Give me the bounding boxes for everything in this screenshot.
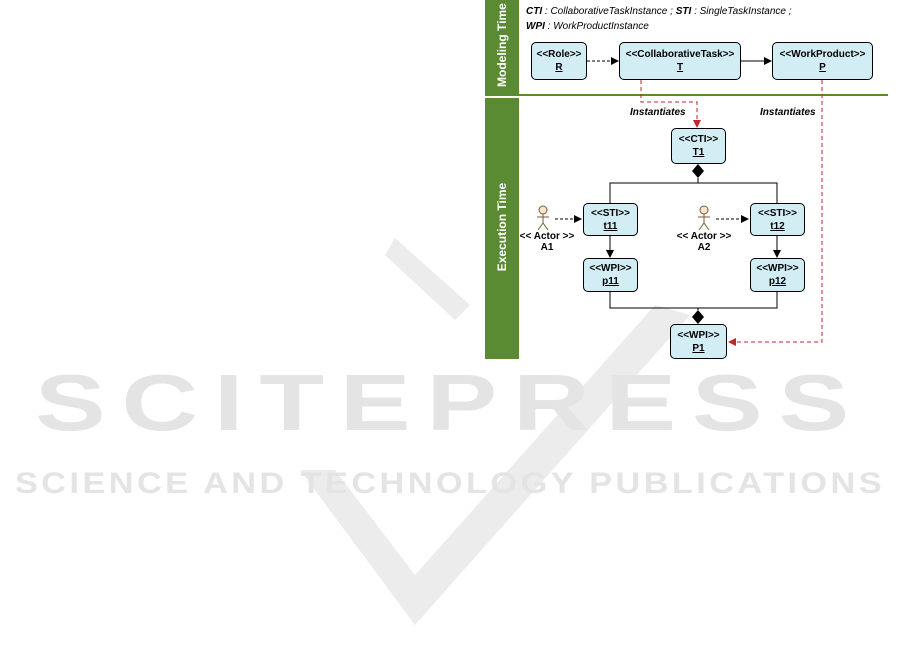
merge-edge [609,292,778,309]
legend-line-1: CTI : CollaborativeTaskInstance ; STI : … [526,6,792,17]
actor-a1-label: << Actor >> A1 [516,231,578,253]
actor-a2-stereotype: << Actor >> [676,231,732,242]
work-product-name: P [819,62,826,73]
watermark-subtitle: SCIENCE AND TECHNOLOGY PUBLICATIONS [15,467,885,500]
instantiates-label-1: Instantiates [630,107,686,118]
cti-name: T1 [692,147,705,158]
cti-stereotype: <<CTI>> [678,134,719,145]
watermark-swoosh [300,305,690,625]
legend-cti-abbr: CTI [526,6,543,17]
legend-cti-full: : CollaborativeTaskInstance ; [544,6,673,17]
actor-a2-icon [698,205,710,231]
sti-t11-node[interactable]: <<STI>> t11 [583,203,638,236]
work-product-stereotype: <<WorkProduct>> [779,49,866,60]
sti-t12-node[interactable]: <<STI>> t12 [750,203,805,236]
legend-wpi-full: : WorkProductInstance [547,21,649,32]
actor-a2-name: A2 [697,242,711,253]
role-stereotype: <<Role>> [536,49,582,60]
legend-line-2: WPI : WorkProductInstance [526,21,649,32]
modeling-lane-band [485,0,519,94]
actor-a1-name: A1 [540,242,554,253]
execution-lane-band [485,98,519,359]
watermark-title: SCITEPRESS [35,358,865,447]
wpi-p12-name: p12 [768,276,787,287]
sti-t12-name: t12 [770,220,785,232]
legend-wpi-abbr: WPI [526,21,545,32]
wpi-p1-name: P1 [692,342,705,354]
instantiate-product-edge [728,80,823,346]
lane-separator [485,94,888,96]
role-name: R [555,62,563,73]
collaborative-task-name: T [676,62,684,73]
wpi-p11-node[interactable]: <<WPI>> p11 [583,258,638,292]
p1-composition-diamond [692,310,704,324]
cti-node[interactable]: <<CTI>> T1 [671,128,726,164]
role-node[interactable]: <<Role>> R [531,42,587,80]
watermark-swoosh-left [385,238,470,320]
legend-sti-full: : SingleTaskInstance ; [694,6,792,17]
instantiates-label-2: Instantiates [760,107,816,118]
work-product-node[interactable]: <<WorkProduct>> P [772,42,873,80]
actor-a1-stereotype: << Actor >> [519,231,575,242]
wpi-p1-node[interactable]: <<WPI>> P1 [670,324,727,359]
sti-t11-name: t11 [603,220,618,232]
wpi-p11-stereotype: <<WPI>> [589,263,632,274]
collaborative-task-node[interactable]: <<CollaborativeTask>> T [619,42,741,80]
sti-t12-stereotype: <<STI>> [758,207,797,219]
wpi-p12-node[interactable]: <<WPI>> p12 [750,258,805,292]
wpi-p12-stereotype: <<WPI>> [756,263,799,274]
instantiate-task-edge [640,80,701,128]
wpi-p1-stereotype: <<WPI>> [677,329,720,341]
collaborative-task-stereotype: <<CollaborativeTask>> [625,49,735,60]
wpi-p11-name: p11 [602,276,619,287]
legend-sti-abbr: STI [675,6,692,17]
sti-t11-stereotype: <<STI>> [591,207,630,219]
t1-split-edge [609,178,699,203]
actor-a1-icon [537,205,549,231]
actor-a2-label: << Actor >> A2 [673,231,735,253]
t1-split-edge-right [698,182,778,203]
t1-composition-diamond [692,164,704,178]
